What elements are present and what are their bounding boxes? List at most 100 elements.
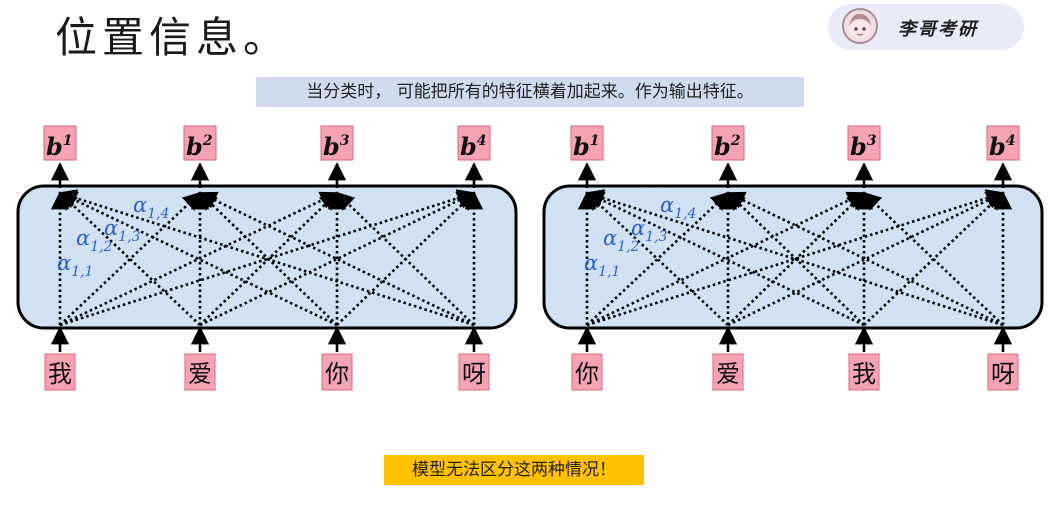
- attention-link: [585, 191, 729, 326]
- weight-subscript: 1,2: [617, 239, 639, 255]
- input-token-label: 你: [325, 360, 349, 388]
- attention-link: [59, 191, 339, 327]
- conclusion-note: 模型无法区分这两种情况！: [384, 455, 644, 485]
- input-token-label: 爱: [716, 360, 740, 388]
- attention-link: [58, 191, 338, 327]
- output-box: [847, 125, 881, 161]
- attention-weight-label: α1,4: [133, 193, 169, 222]
- attention-link: [58, 191, 201, 326]
- weight-subscript: 1,2: [90, 239, 112, 255]
- output-box: [986, 125, 1020, 161]
- input-token-box: [44, 353, 76, 391]
- output-superscript: 2: [202, 133, 213, 149]
- weight-symbol: α: [76, 226, 90, 250]
- attention-weight-label: α1,3: [104, 216, 141, 245]
- output-superscript: 1: [590, 133, 600, 149]
- output-superscript: 2: [730, 133, 741, 149]
- brand-name: 李哥考研: [898, 19, 978, 40]
- output-box: [43, 125, 77, 161]
- output-superscript: 1: [63, 133, 73, 149]
- weight-subscript: 1,3: [645, 229, 667, 245]
- input-token-box: [712, 353, 744, 391]
- brand-badge: 李哥考研: [828, 4, 1024, 50]
- attention-link: [727, 191, 1005, 327]
- weight-symbol: α: [57, 251, 71, 275]
- input-token-box: [848, 353, 880, 391]
- output-superscript: 3: [867, 133, 877, 149]
- attention-link: [586, 191, 730, 326]
- output-base: b: [460, 132, 477, 161]
- output-box: [320, 125, 354, 161]
- output-box: [457, 125, 491, 161]
- input-token-label: 呀: [462, 360, 486, 388]
- attention-link: [335, 191, 475, 326]
- attention-weight-label: α1,1: [584, 251, 620, 280]
- attention-link: [59, 189, 476, 327]
- attention-weight-label: α1,3: [631, 216, 668, 245]
- output-base: b: [850, 132, 867, 161]
- panel-texture: [546, 188, 1040, 326]
- output-base: b: [714, 132, 731, 161]
- input-token-label: 我: [48, 360, 72, 388]
- attention-link: [585, 189, 1004, 327]
- weight-symbol: α: [631, 216, 645, 240]
- output-base: b: [186, 132, 203, 161]
- attention-link: [862, 191, 1004, 326]
- attention-link: [726, 191, 1004, 327]
- attention-link: [586, 191, 866, 327]
- input-token-label: 我: [852, 360, 876, 388]
- output-label: b1: [573, 132, 600, 161]
- input-token-label: 呀: [991, 360, 1015, 388]
- weight-symbol: α: [660, 193, 674, 217]
- input-token-label: 你: [575, 360, 599, 388]
- weight-subscript: 1,4: [674, 206, 696, 222]
- attention-link: [58, 189, 475, 327]
- output-box: [711, 125, 745, 161]
- weight-subscript: 1,4: [147, 206, 169, 222]
- weight-symbol: α: [603, 226, 617, 250]
- output-label: b2: [186, 132, 213, 161]
- attention-weight-label: α1,4: [660, 193, 696, 222]
- avatar: [842, 8, 878, 44]
- output-label: b4: [460, 132, 487, 161]
- panel-texture: [20, 188, 514, 326]
- output-base: b: [46, 132, 63, 161]
- output-base: b: [989, 132, 1006, 161]
- page-title: 位置信息。: [55, 13, 291, 62]
- output-box: [570, 125, 604, 161]
- output-superscript: 3: [340, 133, 350, 149]
- attention-weight-label: α1,1: [57, 251, 93, 280]
- attention-link: [198, 191, 475, 327]
- input-token-box: [321, 353, 353, 391]
- attention-link: [726, 191, 865, 326]
- output-base: b: [573, 132, 590, 161]
- input-token-box: [184, 353, 216, 391]
- attention-weight-label: α1,2: [76, 226, 113, 255]
- output-label: b1: [46, 132, 73, 161]
- attention-link: [585, 191, 865, 327]
- input-token-label: 爱: [188, 360, 212, 388]
- output-base: b: [323, 132, 340, 161]
- attention-weight-label: α1,2: [603, 226, 640, 255]
- output-label: b4: [989, 132, 1016, 161]
- output-superscript: 4: [1006, 133, 1016, 149]
- output-box: [183, 125, 217, 161]
- output-label: b3: [850, 132, 877, 161]
- weight-symbol: α: [104, 216, 118, 240]
- input-token-box: [571, 353, 603, 391]
- output-label: b2: [714, 132, 741, 161]
- classification-note: 当分类时， 可能把所有的特征横着加起来。作为输出特征。: [256, 77, 804, 107]
- input-token-box: [458, 353, 490, 391]
- attention-link: [59, 191, 202, 326]
- weight-symbol: α: [584, 251, 598, 275]
- input-token-box: [987, 353, 1019, 391]
- weight-subscript: 1,1: [598, 264, 620, 280]
- output-superscript: 4: [477, 133, 487, 149]
- weight-subscript: 1,3: [118, 229, 140, 245]
- weight-subscript: 1,1: [71, 264, 93, 280]
- attention-link: [199, 191, 476, 327]
- output-label: b3: [323, 132, 350, 161]
